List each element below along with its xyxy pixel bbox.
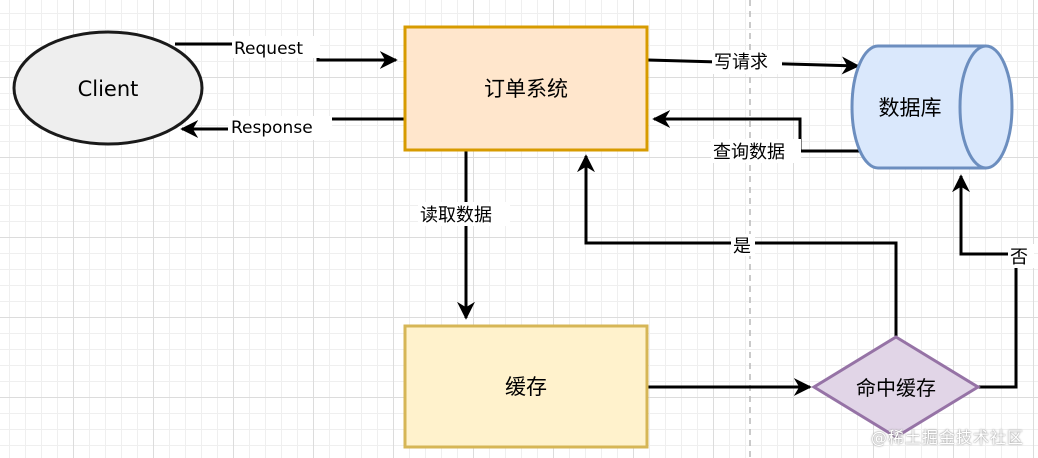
node-database: 数据库: [850, 44, 1014, 170]
cache-label: 缓存: [505, 375, 547, 399]
order-system-label: 订单系统: [484, 77, 568, 101]
label-response: Response: [231, 118, 313, 138]
edge-labels: Request Response 写请求 查询数据 读取数据 是 否: [228, 36, 1034, 268]
node-cache-hit: 命中缓存: [811, 335, 981, 439]
watermark: @稀土掘金技术社区: [870, 428, 1024, 447]
label-no: 否: [1010, 247, 1028, 268]
client-label: Client: [78, 77, 139, 101]
node-order-system: 订单系统: [403, 25, 649, 152]
node-cache: 缓存: [403, 324, 649, 449]
label-query-data: 查询数据: [713, 142, 785, 163]
label-request: Request: [234, 39, 303, 59]
label-read-data: 读取数据: [420, 205, 492, 226]
label-yes: 是: [733, 236, 751, 257]
label-write-request: 写请求: [714, 52, 768, 73]
node-client: Client: [12, 30, 204, 146]
cache-hit-label: 命中缓存: [856, 376, 936, 400]
edge-no: [952, 174, 1018, 389]
edge-query-data: [652, 110, 862, 153]
database-label: 数据库: [879, 96, 942, 120]
